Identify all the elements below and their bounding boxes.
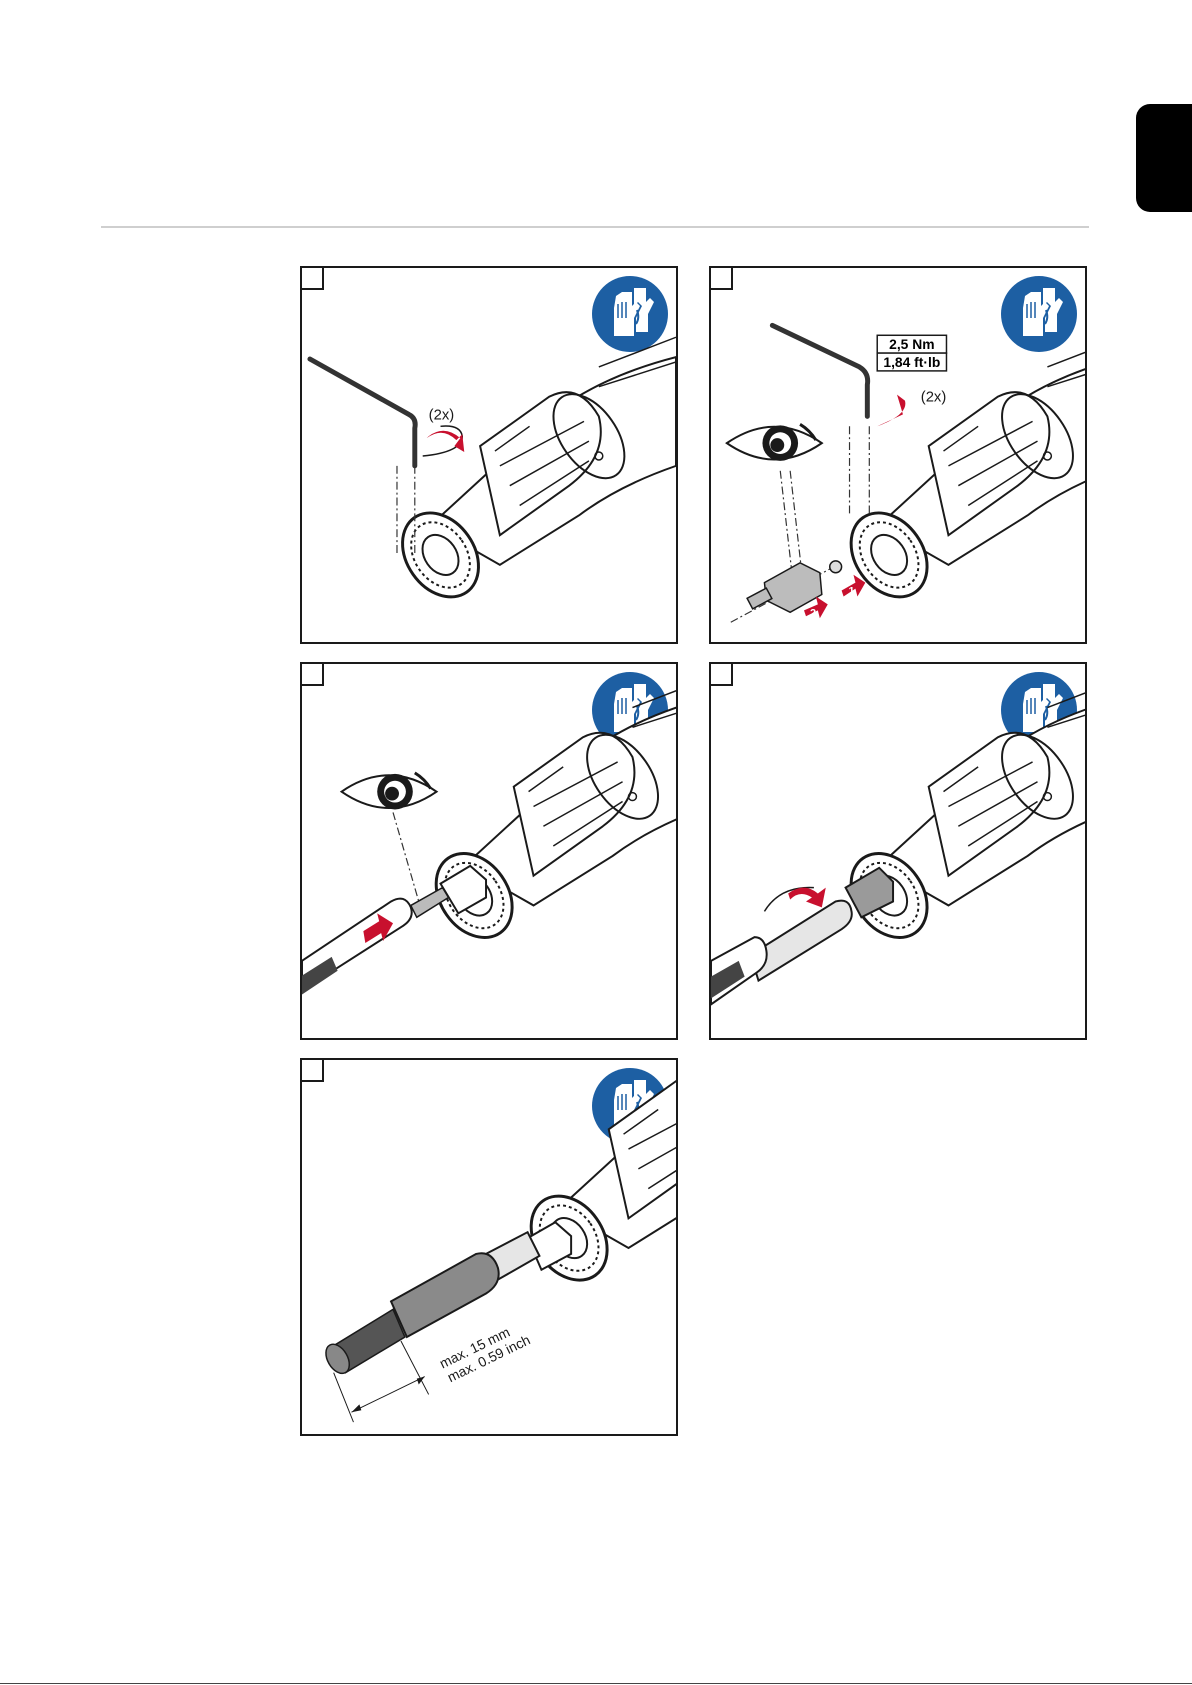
torque-nm: 2,5 Nm	[889, 336, 934, 352]
step-panel-4	[709, 662, 1087, 1040]
washer	[830, 561, 842, 573]
header-rule	[101, 226, 1089, 228]
step-illustration: 1 (2x)	[302, 268, 676, 642]
footer-rule	[0, 1683, 1192, 1684]
step-illustration: 2,5 Nm 1,84 ft·lb (2x) 3 2 1	[711, 268, 1085, 642]
callout-arrow-1: 1	[849, 586, 855, 598]
step-illustration	[302, 664, 676, 1038]
language-tab	[1136, 104, 1192, 212]
eye-inspect-icon	[727, 424, 822, 461]
guide-line	[780, 471, 792, 575]
dimension-line	[351, 1377, 424, 1413]
allen-key	[772, 325, 867, 416]
callout-arrow-1: 1	[431, 435, 437, 447]
guide-line	[790, 471, 802, 575]
step-illustration	[711, 664, 1085, 1038]
guide-line	[393, 812, 419, 901]
contact-pin	[747, 588, 772, 609]
eye-inspect-icon	[342, 773, 437, 810]
step-illustration: max. 15 mm max. 0.59 inch	[302, 1060, 676, 1434]
callout-arrow-3: 3	[883, 421, 889, 433]
step-panel-2: 2,5 Nm 1,84 ft·lb (2x) 3 2 1	[709, 266, 1087, 644]
callout-arrow-2: 2	[810, 607, 816, 619]
contact-block	[764, 563, 821, 612]
step-panel-5: max. 15 mm max. 0.59 inch	[300, 1058, 678, 1436]
red-rotation-arrow	[788, 888, 826, 908]
torque-ftlb: 1,84 ft·lb	[883, 354, 940, 370]
red-arrow-3	[877, 395, 905, 427]
cleaning-shaft	[751, 901, 852, 981]
callout-repeat: (2x)	[921, 390, 947, 406]
dimension-extension	[334, 1373, 354, 1422]
cleaning-tool	[391, 1253, 499, 1337]
step-panel-1: 1 (2x)	[300, 266, 678, 644]
callout-repeat: (2x)	[429, 407, 455, 423]
rotation-arrow	[423, 426, 463, 456]
step-panel-3	[300, 662, 678, 1040]
allen-key	[310, 359, 415, 466]
